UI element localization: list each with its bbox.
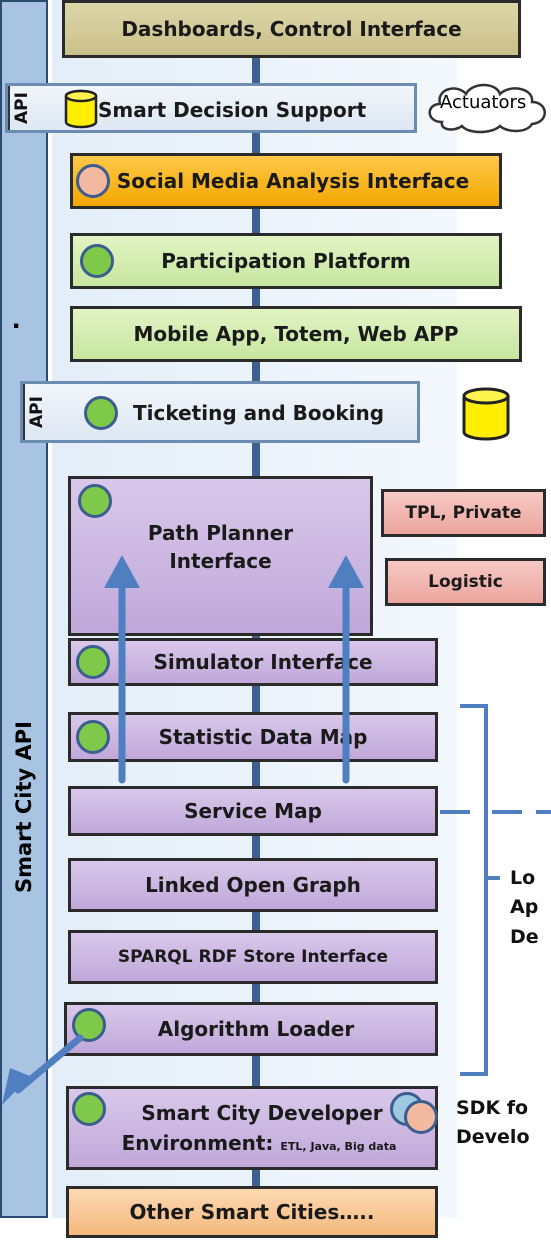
logistic-label: Logistic	[428, 571, 503, 592]
sidebar-marker: .	[12, 302, 21, 335]
smart-decision-support-layer: API Smart Decision Support	[5, 83, 417, 133]
simulator-label: Simulator Interface	[153, 650, 373, 674]
sdk-note-line-2: Develo	[456, 1126, 530, 1149]
algorithm-loader-label: Algorithm Loader	[157, 1017, 355, 1041]
mobile-app-label: Mobile App, Totem, Web APP	[133, 322, 459, 346]
simulator-layer: Simulator Interface	[68, 638, 438, 686]
ticketing-database-icon	[462, 387, 510, 441]
other-smart-cities-layer: Other Smart Cities…..	[66, 1186, 438, 1238]
developer-node-icon	[72, 1092, 106, 1126]
path-planner-sublabel: Interface	[169, 549, 272, 573]
sparql-label: SPARQL RDF Store Interface	[117, 946, 389, 967]
social-media-layer: Social Media Analysis Interface	[70, 153, 502, 209]
participation-platform-layer: Participation Platform	[70, 233, 502, 289]
actuators-label: Actuators	[440, 92, 527, 113]
developer-env-line: Environment: ETL, Java, Big data	[108, 1131, 397, 1155]
tpl-private-box: TPL, Private	[381, 489, 546, 537]
developer-env-tech: ETL, Java, Big data	[280, 1140, 397, 1153]
statistic-map-label: Statistic Data Map	[158, 725, 368, 749]
participation-platform-label: Participation Platform	[161, 249, 411, 273]
simulator-node-icon	[76, 645, 110, 679]
social-media-label: Social Media Analysis Interface	[116, 169, 470, 193]
developer-environment-layer: Smart City Developer Environment: ETL, J…	[66, 1086, 438, 1170]
linked-open-graph-layer: Linked Open Graph	[68, 858, 438, 912]
lo-note-line-2: Ap	[510, 896, 539, 919]
participation-node-icon	[80, 244, 114, 278]
smart-city-api-sidebar: . Smart City API	[0, 0, 48, 1218]
algorithm-loader-layer: Algorithm Loader	[64, 1002, 438, 1056]
arrow-down-left	[14, 1034, 84, 1094]
service-map-layer: Service Map	[68, 786, 438, 836]
dashboards-label: Dashboards, Control Interface	[121, 17, 462, 41]
statistic-map-layer: Statistic Data Map	[68, 712, 438, 762]
lo-note: Lo Ap De	[510, 864, 539, 952]
linked-open-graph-label: Linked Open Graph	[145, 873, 361, 897]
social-media-node-icon	[76, 164, 110, 198]
actuators-cloud-icon	[428, 83, 546, 134]
smart-decision-support-label: Smart Decision Support	[98, 98, 367, 122]
ticketing-label: Ticketing and Booking	[133, 401, 385, 425]
service-map-label: Service Map	[184, 799, 322, 823]
tpl-private-label: TPL, Private	[405, 502, 522, 523]
database-icon	[64, 89, 98, 129]
ticketing-node-icon	[84, 396, 118, 430]
other-smart-cities-label: Other Smart Cities…..	[129, 1200, 375, 1224]
developer-env-label: Smart City Developer	[141, 1101, 383, 1125]
developer-node-peach-icon	[404, 1100, 438, 1134]
mobile-app-layer: Mobile App, Totem, Web APP	[70, 306, 522, 362]
lo-note-line-3: De	[510, 925, 539, 948]
path-planner-label: Path Planner	[147, 521, 294, 545]
path-planner-node-icon	[78, 484, 112, 518]
developer-env-sublabel: Environment:	[121, 1131, 281, 1155]
statistic-node-icon	[76, 720, 110, 754]
bracket	[460, 704, 488, 1076]
dashboards-layer: Dashboards, Control Interface	[62, 0, 521, 58]
sdk-note: SDK fo Develo	[456, 1094, 530, 1153]
lo-note-line-1: Lo	[510, 867, 536, 889]
logistic-box: Logistic	[385, 558, 546, 606]
sparql-layer: SPARQL RDF Store Interface	[68, 930, 438, 984]
sdk-note-line-1: SDK fo	[456, 1097, 529, 1119]
